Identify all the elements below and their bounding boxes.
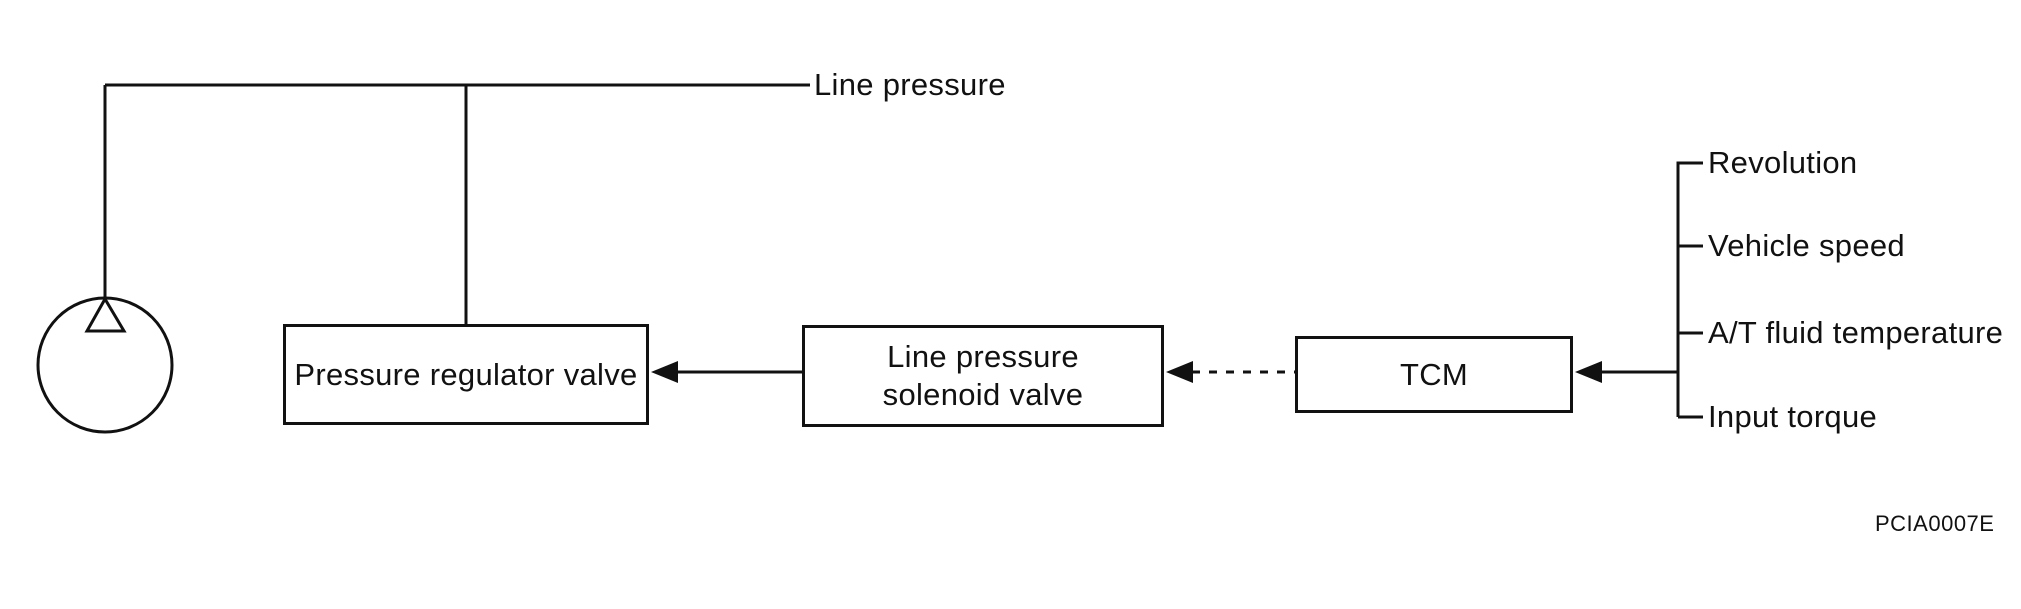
pump-icon xyxy=(36,296,174,434)
figure-code: PCIA0007E xyxy=(1875,511,1995,536)
input-label-at-fluid-temperature: A/T fluid temperature xyxy=(1708,315,2004,350)
arrowhead-left-icon xyxy=(651,361,678,383)
input-label-vehicle-speed: Vehicle speed xyxy=(1708,228,1905,263)
dashed-arrow-tcm-to-solenoid xyxy=(1166,361,1295,383)
pressure-regulator-valve-label: Pressure regulator valve xyxy=(294,356,638,392)
tcm-box: TCM xyxy=(1295,336,1573,413)
line-pressure-label: Line pressure xyxy=(814,67,1006,102)
input-label-revolution: Revolution xyxy=(1708,145,1858,180)
arrowhead-left-icon xyxy=(1166,361,1193,383)
input-bracket-line xyxy=(1676,161,1703,419)
pump-triangle xyxy=(84,296,127,333)
line-pressure-solenoid-valve-label: Line pressure solenoid valve xyxy=(882,339,1084,412)
line-pressure-solenoid-valve-box: Line pressure solenoid valve xyxy=(802,325,1164,427)
arrowhead-left-icon xyxy=(1575,361,1602,383)
input-bracket xyxy=(1676,161,1703,419)
arrow-inputs-to-tcm xyxy=(1575,361,1678,383)
tcm-label: TCM xyxy=(1399,356,1469,392)
input-label-input-torque: Input torque xyxy=(1708,399,1878,434)
pressure-regulator-valve-box: Pressure regulator valve xyxy=(283,324,649,425)
arrow-solenoid-to-regulator xyxy=(651,361,802,383)
line-pressure-pipe xyxy=(103,83,810,324)
